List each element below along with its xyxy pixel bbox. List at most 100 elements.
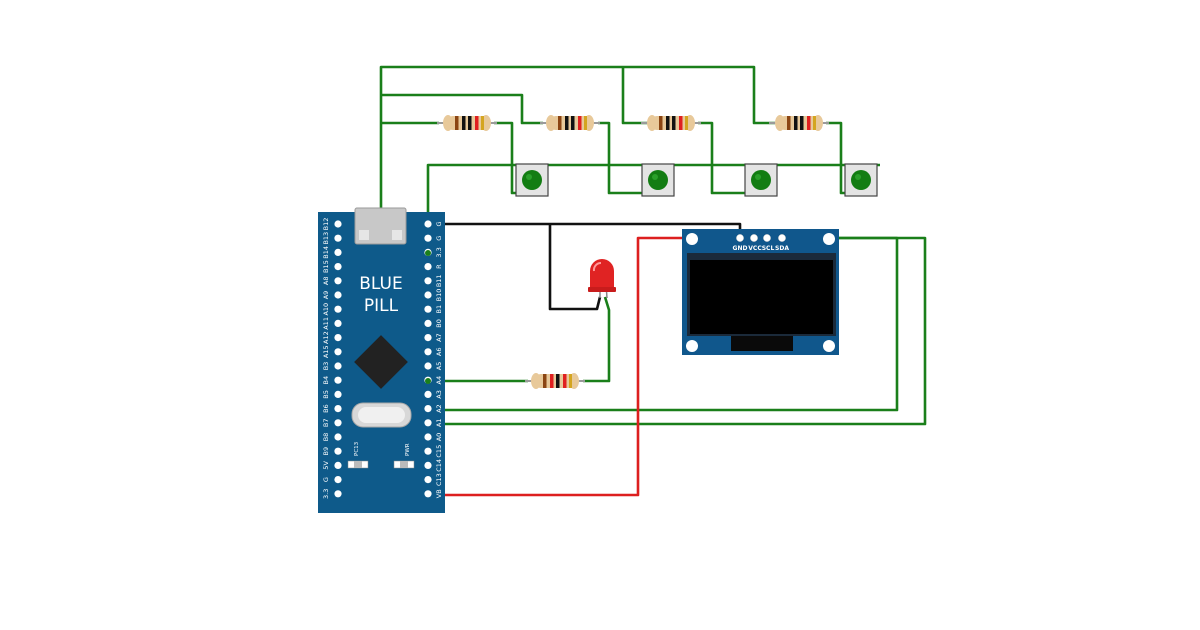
left-pin-label: A10 [322, 303, 330, 316]
right-pin-labels: GG3.3RB11B10B1B0A7A6A5A4A3A2A1A0C15C14C1… [435, 221, 443, 498]
label-pc13: PC13 [354, 441, 360, 456]
left-pin-labels: B12B13B14B15A8A9A10A11A12A15B3B4B5B6B7B8… [322, 218, 330, 499]
led-dome [590, 259, 614, 290]
right-pin-hole [424, 447, 432, 455]
left-pin-label: A9 [322, 291, 330, 300]
left-pin-hole [334, 390, 342, 398]
left-pin-label: B3 [322, 362, 330, 371]
left-pin-label: 5V [322, 461, 330, 470]
left-pin-hole [334, 319, 342, 327]
green-wires [338, 65, 927, 426]
right-pin-label: B1 [435, 305, 443, 314]
wire-resistor-4-button-4 [826, 121, 845, 195]
left-pin-label: B13 [322, 232, 330, 245]
right-pin-label: A1 [435, 419, 443, 428]
oled-pin-gnd [736, 234, 744, 242]
right-pin-hole [424, 405, 432, 413]
left-pin-label: A8 [322, 277, 330, 286]
left-pin-hole [334, 490, 342, 498]
push-button-1 [515, 163, 549, 197]
right-pin-hole [424, 305, 432, 313]
right-pin-label: B0 [435, 319, 443, 328]
left-pin-label: B8 [322, 433, 330, 442]
oled-display: GND VCC SCL SDA [682, 229, 839, 355]
left-pin-label: A15 [322, 345, 330, 358]
board-title-line1: BLUE [359, 274, 402, 294]
wire-3v3-to-resistor-3 [621, 67, 648, 125]
right-pin-hole [424, 277, 432, 285]
left-pin-label: B12 [322, 218, 330, 231]
right-pin-label: A3 [435, 390, 443, 399]
right-pin-label: G [435, 221, 443, 226]
right-pin-label: A7 [435, 333, 443, 342]
left-pin-hole [334, 234, 342, 242]
right-pin-hole [424, 390, 432, 398]
left-pin-hole [334, 220, 342, 228]
left-pin-hole [334, 305, 342, 313]
left-pin-hole [334, 362, 342, 370]
left-pin-label: B9 [322, 447, 330, 456]
right-pin-label: A4 [435, 376, 443, 385]
right-pin-label: A2 [435, 404, 443, 413]
left-pin-label: B6 [322, 404, 330, 413]
wire-sda [338, 236, 927, 426]
left-pin-label: A11 [322, 317, 330, 330]
left-pin-label: B7 [322, 418, 330, 427]
left-pin-hole [334, 348, 342, 356]
label-pwr: PWR [405, 443, 411, 456]
wire-gnd-to-led [548, 224, 602, 311]
board-title-line2: PILL [364, 296, 399, 316]
left-pin-hole [334, 248, 342, 256]
resistor-3 [641, 115, 701, 131]
wire-3v3-to-resistor-2 [381, 93, 543, 125]
resistor-2 [540, 115, 600, 131]
right-pin-label: 3.3 [435, 247, 443, 257]
push-button-4 [844, 163, 878, 197]
push-buttons [515, 163, 878, 197]
right-pin-hole [424, 461, 432, 469]
right-pin-label: C13 [435, 473, 443, 486]
right-pin-label: VB [435, 489, 443, 498]
left-pin-hole [334, 334, 342, 342]
wire-button-bus [426, 163, 880, 222]
left-pin-hole [334, 405, 342, 413]
left-pin-hole [334, 263, 342, 271]
left-pin-label: B5 [322, 390, 330, 399]
right-pin-hole [424, 348, 432, 356]
left-pin-hole [334, 433, 342, 441]
blue-pill-board: BLUE PILL PC13 PWR B12B13B14B15A8A9A10A1… [318, 207, 445, 513]
wire-resistor-3-button-3 [698, 121, 745, 195]
left-pin-hole [334, 376, 342, 384]
right-pin-hole [424, 319, 432, 327]
right-pin-hole [424, 419, 432, 427]
right-pin-label: A6 [435, 348, 443, 357]
right-pin-hole [424, 362, 432, 370]
left-pin-hole [334, 447, 342, 455]
left-pin-hole [334, 419, 342, 427]
oled-label-scl: SCL [762, 245, 775, 252]
left-pin-hole [334, 291, 342, 299]
right-pin-hole [424, 433, 432, 441]
oled-pin-scl [763, 234, 771, 242]
right-pin-hole [424, 220, 432, 228]
resistors [437, 115, 829, 389]
wire-3v3-to-resistor-4 [379, 65, 775, 240]
left-pin-hole [334, 461, 342, 469]
right-pin-hole [424, 476, 432, 484]
red-led [588, 259, 616, 299]
mcu-chip [354, 335, 408, 389]
oled-pin-sda [778, 234, 786, 242]
right-pin-label: A0 [435, 433, 443, 442]
oled-label-vcc: VCC [748, 245, 762, 252]
wire-resistor-2-button-2 [598, 121, 643, 195]
right-pin-hole [424, 263, 432, 271]
right-pin-label: B11 [435, 274, 443, 287]
left-pin-label: B14 [322, 246, 330, 259]
push-button-2 [641, 163, 675, 197]
left-pin-label: 3.3 [322, 489, 330, 499]
left-pin-hole [334, 277, 342, 285]
resistor-led [525, 373, 585, 389]
right-pin-hole [424, 234, 432, 242]
wire-led-to-resistor [583, 296, 611, 383]
